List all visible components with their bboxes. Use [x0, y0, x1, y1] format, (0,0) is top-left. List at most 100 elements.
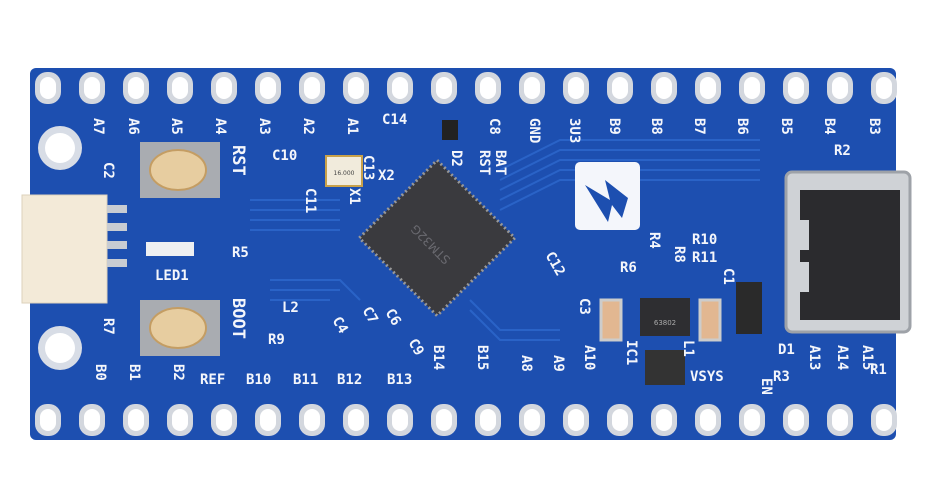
pin-hole [700, 77, 716, 99]
vsys-label: VSYS [690, 369, 724, 385]
diode [442, 120, 458, 140]
component-label: D2 [448, 150, 464, 167]
pin-hole [128, 77, 144, 99]
pin-label: B10 [246, 372, 271, 388]
component-label: R4 [646, 232, 662, 249]
boot-button[interactable] [140, 300, 220, 356]
component-label: R11 [692, 250, 717, 266]
pin-hole [700, 409, 716, 431]
pin-label: A14 [834, 345, 850, 370]
component-label: C14 [382, 112, 407, 128]
pin-hole [40, 409, 56, 431]
component-label: C10 [272, 148, 297, 164]
component-label: C13 [360, 155, 376, 180]
component-label: C3 [576, 298, 592, 315]
pin-label: B13 [387, 372, 412, 388]
pin-label: B7 [691, 118, 707, 135]
pin-label: B15 [474, 345, 490, 370]
pin-label: 3U3 [566, 118, 582, 143]
brand-logo [575, 162, 640, 230]
pin-label: B11 [293, 372, 318, 388]
pin-label: A2 [300, 118, 316, 135]
pin-hole [84, 77, 100, 99]
pin-label: B1 [126, 364, 142, 381]
component-label: R3 [773, 369, 790, 385]
component-label: R1 [870, 362, 887, 378]
pin-hole [260, 409, 276, 431]
pin-hole [612, 409, 628, 431]
jst-connector [21, 194, 108, 304]
reset-label: RST [228, 145, 248, 176]
pin-hole [348, 409, 364, 431]
pin-hole [876, 409, 892, 431]
pin-hole [568, 77, 584, 99]
pin-hole [40, 77, 56, 99]
component-label: R9 [268, 332, 285, 348]
crystal-marking: 16.000 [334, 170, 355, 177]
pin-hole [172, 409, 188, 431]
pin-hole [392, 409, 408, 431]
pin-hole [84, 409, 100, 431]
pin-hole [172, 77, 188, 99]
pin-label: A1 [344, 118, 360, 135]
pin-hole [656, 77, 672, 99]
component-label: D1 [778, 342, 795, 358]
component-label: R10 [692, 232, 717, 248]
pin-label: B4 [821, 118, 837, 135]
component-label: C4 [329, 314, 351, 337]
pin-hole [392, 77, 408, 99]
usb-c-port[interactable] [784, 170, 912, 334]
pin-label: A3 [256, 118, 272, 135]
component-label: X1 [346, 188, 362, 205]
crystal [325, 155, 363, 187]
pin-hole [876, 77, 892, 99]
pin-hole [128, 409, 144, 431]
pin-hole [744, 409, 760, 431]
component-label: R5 [232, 245, 249, 261]
pin-hole [568, 409, 584, 431]
pin-label: A8 [518, 355, 534, 372]
pin-label: B2 [170, 364, 186, 381]
component-label: R2 [834, 143, 851, 159]
component-label: C2 [100, 162, 116, 179]
pin-hole [832, 409, 848, 431]
component-label: C8 [486, 118, 502, 135]
component-label: R6 [620, 260, 637, 276]
pin-hole [260, 77, 276, 99]
pin-hole [524, 409, 540, 431]
inductor [645, 350, 685, 385]
pin-hole [348, 77, 364, 99]
microcontroller-chip: STM32G [357, 158, 517, 318]
capacitor [698, 298, 722, 342]
component-label: C11 [302, 188, 318, 213]
component-label: RST [476, 150, 492, 175]
component-label: IC1 [623, 340, 639, 365]
pin-hole [788, 409, 804, 431]
pin-hole [744, 77, 760, 99]
pin-label: A6 [125, 118, 141, 135]
component-label: C1 [720, 268, 736, 285]
led-label: LED1 [155, 268, 189, 284]
pin-label: A4 [212, 118, 228, 135]
component-label: L2 [282, 300, 299, 316]
pin-label: GND [526, 118, 542, 143]
pin-hole [524, 77, 540, 99]
boot-label: BOOT [228, 298, 248, 339]
enable-label: EN [758, 378, 774, 395]
pin-label: A10 [581, 345, 597, 370]
pin-hole [216, 409, 232, 431]
pin-hole [216, 77, 232, 99]
pin-hole [656, 409, 672, 431]
pin-hole [436, 409, 452, 431]
pin-label: B8 [648, 118, 664, 135]
pin-label: B14 [430, 345, 446, 370]
pin-label: B5 [778, 118, 794, 135]
component-label: X2 [378, 168, 395, 184]
component-label: R7 [100, 318, 116, 335]
reset-button[interactable] [140, 142, 220, 198]
component-label: R8 [671, 246, 687, 263]
component-label: C7 [359, 304, 381, 327]
pin-label: A5 [168, 118, 184, 135]
silkscreen: A7 A6 A5 A4 A3 A2 A1 GND 3U3 B9 B8 B7 B6… [90, 112, 887, 395]
